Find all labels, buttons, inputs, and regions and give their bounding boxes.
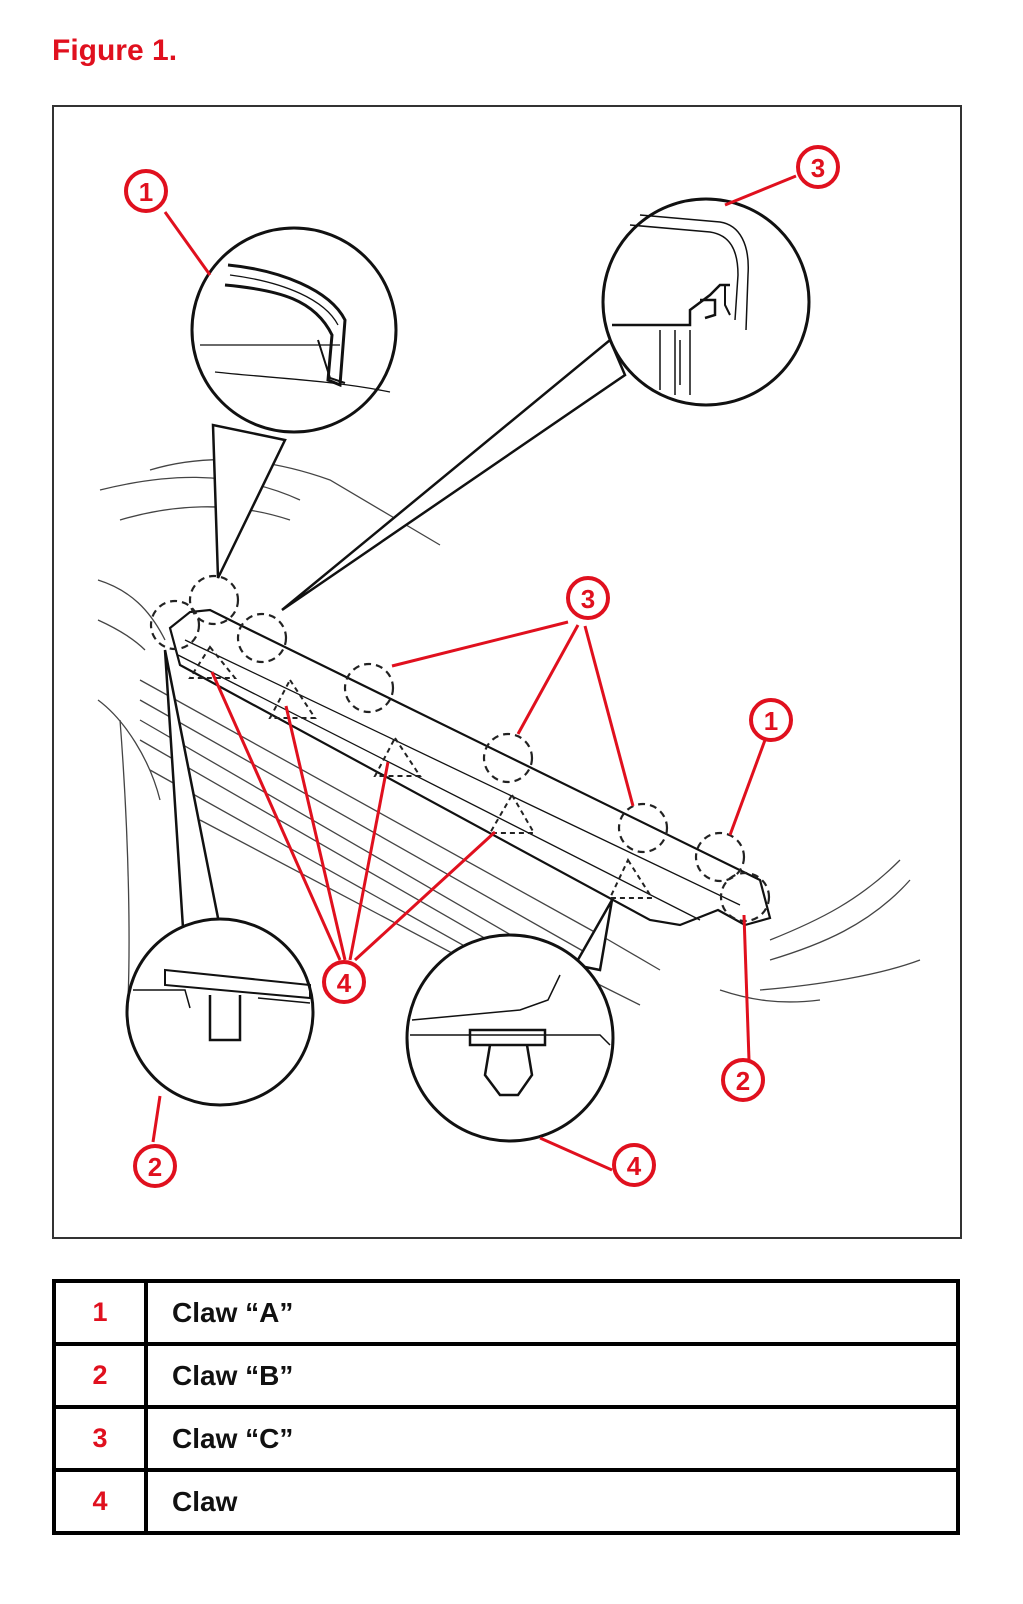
legend-label: Claw “B” <box>144 1342 960 1409</box>
claw-diagram: 1 3 3 1 4 2 2 4 <box>52 105 962 1239</box>
legend-row: 2 Claw “B” <box>52 1342 960 1409</box>
legend-number: 4 <box>52 1468 148 1535</box>
callout-3-top-right: 3 <box>811 153 825 183</box>
legend-number: 3 <box>52 1405 148 1472</box>
scuff-plate <box>168 608 772 927</box>
legend-label: Claw “A” <box>144 1279 960 1346</box>
detail-circle-1 <box>190 226 398 579</box>
callout-3-mid: 3 <box>581 584 595 614</box>
callout-4-bottom: 4 <box>627 1151 642 1181</box>
legend-label: Claw “C” <box>144 1405 960 1472</box>
figure-title: Figure 1. <box>52 34 178 67</box>
legend-row: 4 Claw <box>52 1468 960 1535</box>
body-lines <box>97 459 921 1011</box>
legend-label: Claw <box>144 1468 960 1535</box>
callout-4-center: 4 <box>337 968 352 998</box>
legend-table: 1 Claw “A” 2 Claw “B” 3 Claw “C” 4 Claw <box>52 1279 960 1535</box>
callout-badges <box>124 145 840 1188</box>
legend-row: 3 Claw “C” <box>52 1405 960 1472</box>
detail-circle-3 <box>281 197 811 612</box>
callout-2-bottom-left: 2 <box>148 1152 162 1182</box>
claw-triangles <box>188 645 654 899</box>
legend-number: 2 <box>52 1342 148 1409</box>
callout-2-right: 2 <box>736 1066 750 1096</box>
detail-circle-2 <box>125 649 315 1107</box>
leader-lines <box>151 174 797 1172</box>
legend-row: 1 Claw “A” <box>52 1279 960 1346</box>
detail-circle-4 <box>405 899 615 1143</box>
legend-number: 1 <box>52 1279 148 1346</box>
callout-1-top-left: 1 <box>139 177 153 207</box>
callout-1-right: 1 <box>764 706 778 736</box>
diagram-frame <box>52 105 962 1239</box>
claw-locations <box>149 574 771 923</box>
